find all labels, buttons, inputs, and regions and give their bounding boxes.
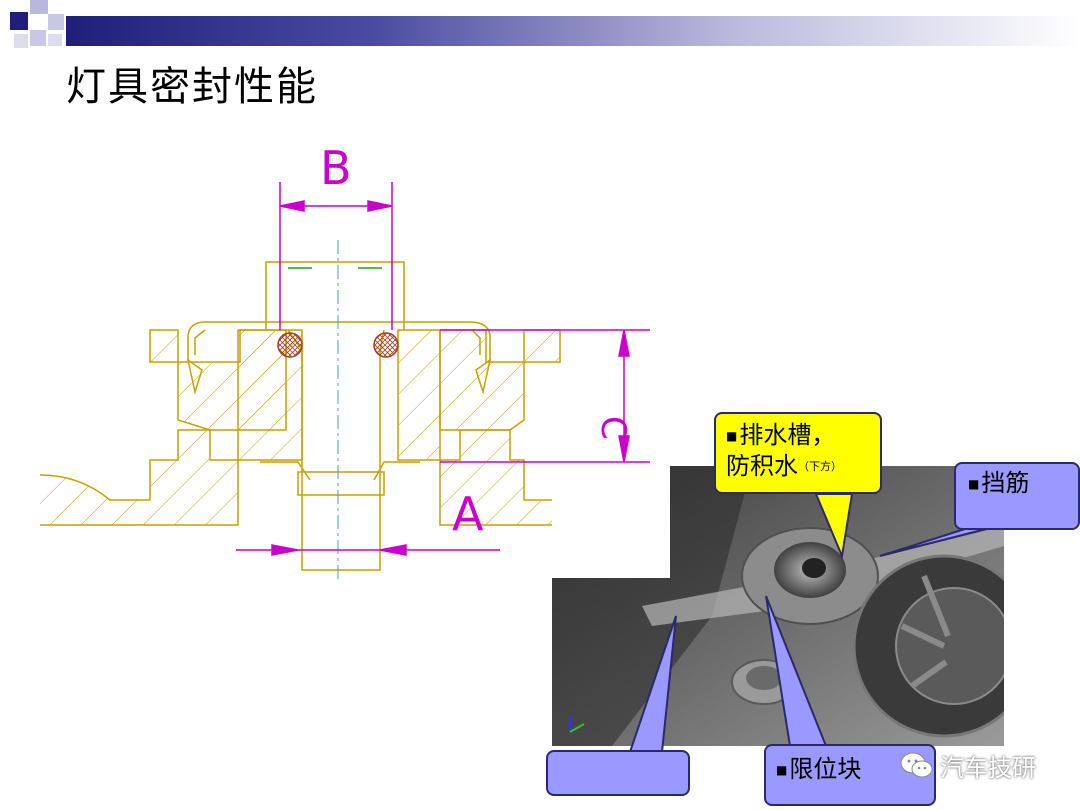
seal-cross-section-drawing: B C A — [40, 141, 661, 580]
bullet-square-icon: ■ — [968, 477, 980, 491]
bullet-square-icon: ■ — [776, 763, 788, 777]
callout-drain-slot-note: （下方） — [798, 460, 842, 473]
callout-drain-slot: ■排水槽， 防积水（下方） — [714, 412, 882, 494]
callout-drain-slot-line2: 防积水 — [726, 452, 798, 480]
callout-drain-slot-line1: 排水槽， — [739, 421, 836, 449]
dimension-label-c: C — [593, 416, 633, 440]
watermark-text: 汽车技研 — [940, 754, 1036, 782]
callout-empty-box — [546, 750, 690, 796]
corner-squares-decoration — [10, 0, 64, 48]
callout-stop-block-label: 限位块 — [789, 755, 862, 783]
wechat-icon — [900, 752, 933, 777]
watermark: 汽车技研 — [900, 748, 1036, 783]
callout-rib-label: 挡筋 — [981, 469, 1030, 497]
bullet-square-icon: ■ — [726, 429, 738, 443]
callout-rib: ■挡筋 — [954, 462, 1080, 530]
lamp-housing-render — [552, 466, 1004, 746]
dimension-label-b: B — [320, 141, 352, 195]
slide-title: 灯具密封性能 — [66, 64, 318, 110]
title-gradient-bar — [66, 16, 1080, 46]
dimension-label-a: A — [452, 487, 484, 541]
